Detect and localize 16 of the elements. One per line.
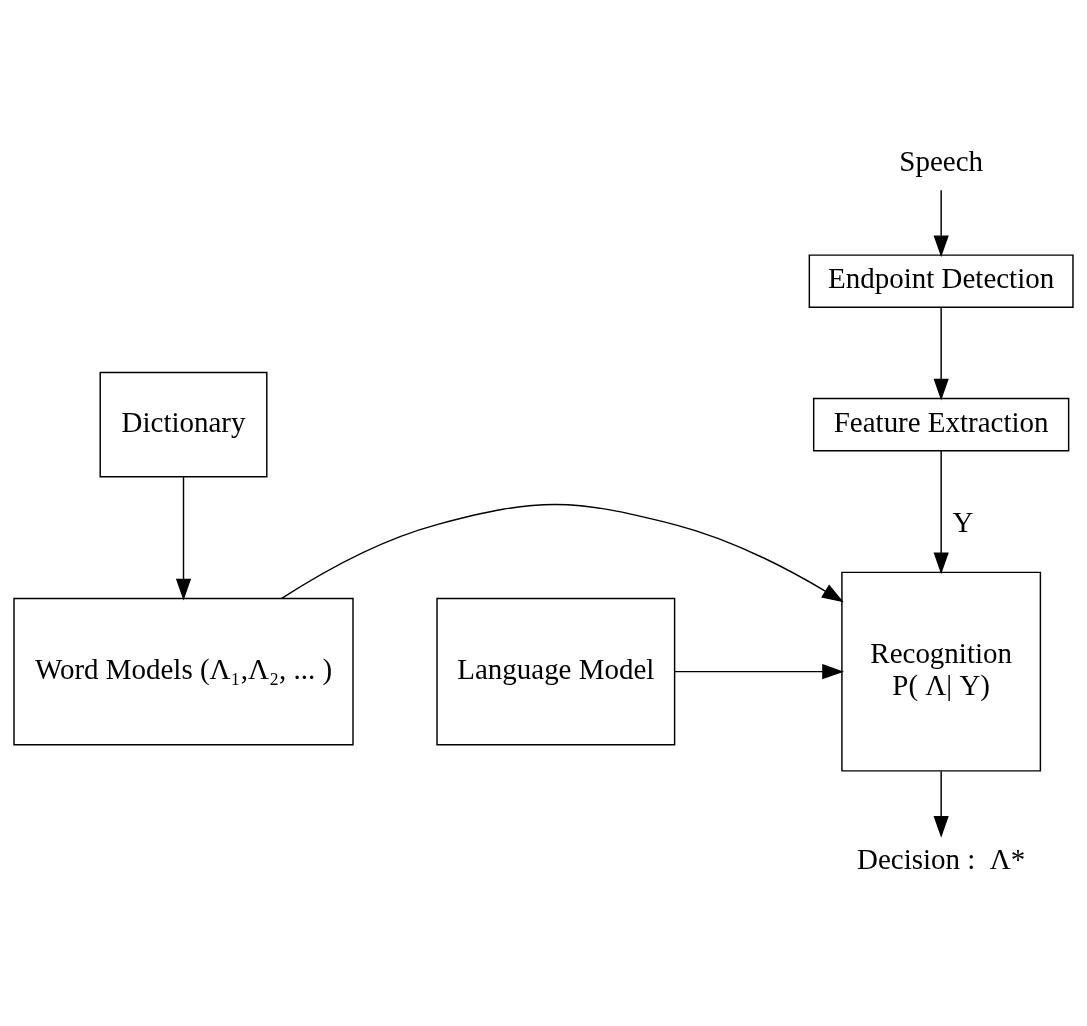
arrow	[933, 307, 949, 401]
node-box: Endpoint Detection	[808, 254, 1074, 308]
arrow	[933, 770, 949, 838]
arrow	[280, 503, 844, 603]
node-box: Language Model	[436, 597, 676, 746]
node-text: Speech	[899, 145, 983, 178]
edge-label: Y	[952, 505, 974, 538]
node-box: Dictionary	[99, 371, 268, 478]
node-box: Feature Extraction	[812, 397, 1070, 452]
arrow	[175, 476, 192, 601]
arrow	[933, 189, 949, 258]
arrow	[933, 450, 949, 575]
arrow	[674, 664, 844, 680]
node-text: Decision : Λ*	[857, 843, 1026, 876]
node-box: Word Models (Λ₁,Λ₂, ... )	[13, 597, 354, 746]
node-box: Recognition P( Λ| Y)	[841, 571, 1042, 772]
